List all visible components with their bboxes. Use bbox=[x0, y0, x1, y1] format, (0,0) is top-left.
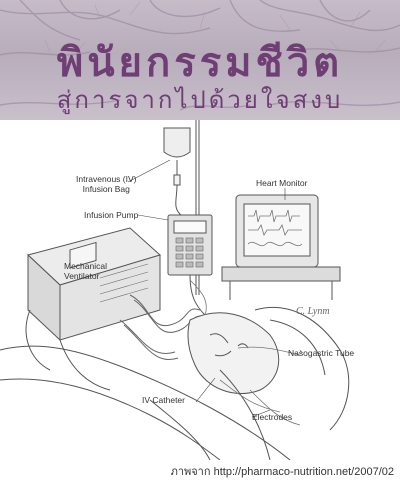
credit-prefix: ภาพจาก bbox=[170, 466, 211, 478]
heart-monitor bbox=[221, 194, 341, 300]
icu-drawing bbox=[0, 120, 350, 461]
label-heart-monitor: Heart Monitor bbox=[256, 178, 308, 188]
label-ng-tube: Nasogastric Tube bbox=[288, 348, 355, 358]
page-title: พินัยกรรมชีวิต bbox=[56, 40, 344, 86]
bed-and-patient bbox=[0, 306, 350, 461]
label-leaders bbox=[127, 159, 303, 418]
artist-signature: C. Lynm bbox=[296, 306, 330, 317]
label-ventilator: Mechanical Ventilator bbox=[64, 261, 107, 281]
mechanical-ventilator bbox=[25, 227, 161, 391]
label-iv-bag-text: Intravenous (IV) Infusion Bag bbox=[76, 174, 137, 194]
patient-lines bbox=[189, 279, 301, 426]
page-subtitle: สู่การจากไปด้วยใจสงบ bbox=[56, 86, 344, 114]
tree-branches-background bbox=[0, 0, 400, 111]
label-iv-catheter: IV Catheter bbox=[142, 395, 185, 405]
header-banner: พินัยกรรมชีวิต สู่การจากไปด้วยใจสงบ bbox=[0, 0, 400, 120]
infusion-pump bbox=[167, 214, 213, 316]
label-electrodes: Electrodes bbox=[252, 412, 293, 422]
label-iv-bag: Intravenous (IV) Infusion Bag bbox=[76, 174, 136, 194]
credit-url[interactable]: http://pharmaco-nutrition.net/2007/02 bbox=[213, 466, 394, 478]
label-infusion-pump: Infusion Pump bbox=[84, 210, 139, 220]
icu-illustration: Intravenous (IV) Infusion Bag Infusion P… bbox=[0, 120, 400, 461]
image-credit: ภาพจาก http://pharmaco-nutrition.net/200… bbox=[171, 462, 394, 480]
iv-bag bbox=[163, 127, 191, 217]
